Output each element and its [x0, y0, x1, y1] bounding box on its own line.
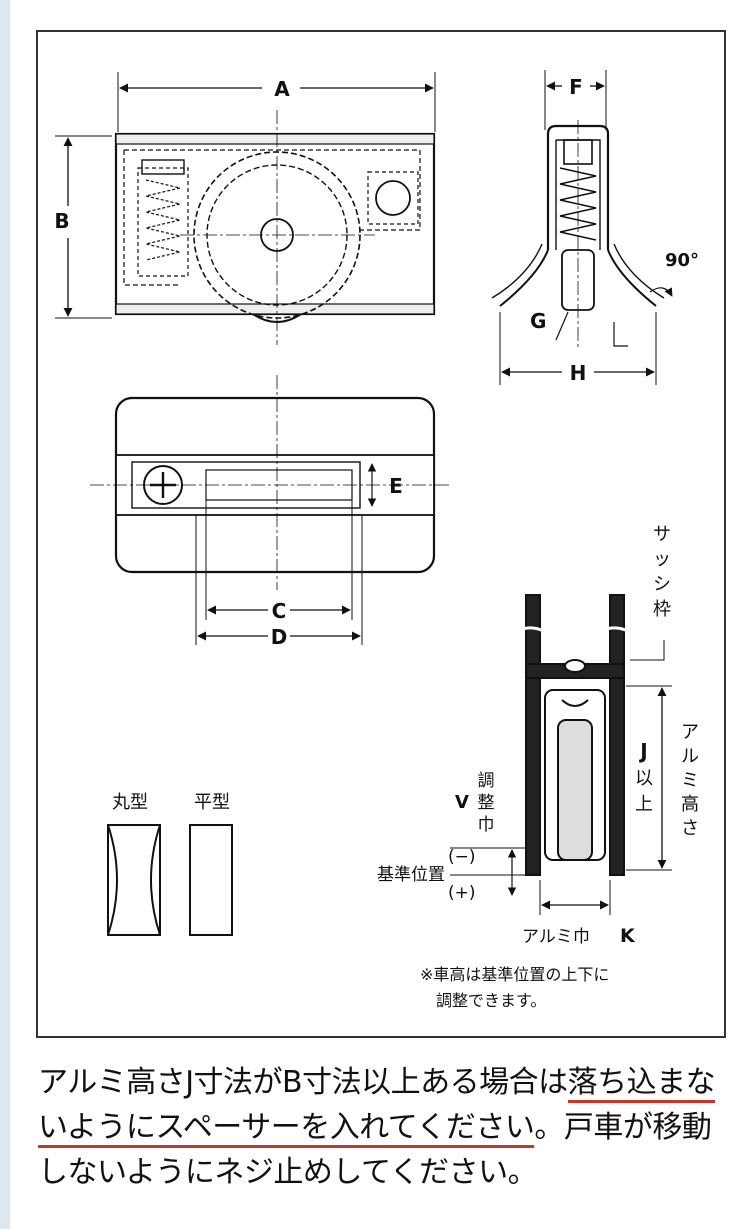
dim-label-v: V — [455, 792, 469, 813]
j-ijou-char-1: 以 — [635, 768, 653, 789]
dim-label-d: D — [271, 625, 288, 649]
alumi-height-char-1: ア — [681, 722, 699, 743]
alumi-height-char-4: 高 — [681, 794, 699, 815]
minus-label: (−) — [448, 847, 476, 867]
alumi-height-char-2: ル — [681, 746, 699, 767]
wheel-profiles — [107, 824, 233, 936]
front-view — [55, 72, 436, 345]
caption-part-2: 。戸車が移動しないようにネジ止めしてください。 — [38, 1110, 712, 1190]
dim-label-j: J — [638, 739, 647, 763]
alumi-height-char-3: ミ — [681, 770, 699, 791]
sash-frame-char-2: ッ — [653, 549, 671, 570]
dim-label-c: C — [272, 599, 287, 623]
profile-round-label: 丸型 — [112, 792, 148, 813]
caption-part-1: アルミ高さJ寸法がB寸法以上ある場合は — [38, 1065, 568, 1100]
adjust-char-2: 整 — [478, 793, 495, 813]
caption-text: アルミ高さJ寸法がB寸法以上ある場合は落ち込まないようにスペーサーを入れてくださ… — [38, 1060, 738, 1195]
sash-frame-char-3: シ — [653, 574, 671, 595]
sash-frame-char-1: サ — [653, 524, 671, 545]
dim-label-g: G — [530, 309, 546, 333]
dim-label-h: H — [570, 361, 587, 385]
alumi-width-label: アルミ巾 — [522, 927, 590, 947]
dim-label-b: B — [54, 209, 69, 233]
dim-label-a: A — [274, 77, 290, 101]
section-view — [450, 594, 672, 915]
adjust-char-1: 調 — [478, 771, 495, 791]
note-line-1: ※車高は基準位置の上下に — [420, 965, 609, 984]
left-border — [0, 0, 10, 1229]
sash-frame-char-4: 枠 — [653, 599, 671, 620]
j-ijou-char-2: 上 — [635, 794, 653, 815]
caption-highlight-2: まないようにスペーサーを入れてください — [38, 1065, 716, 1148]
reference-position-label: 基準位置 — [377, 865, 445, 885]
caption-highlight-1: 落ち込 — [567, 1065, 657, 1103]
side-view — [491, 70, 673, 385]
angle-label: 90° — [665, 250, 699, 271]
alumi-height-char-5: さ — [681, 818, 699, 839]
plus-label: (+) — [448, 883, 476, 903]
top-view — [90, 375, 450, 645]
note-line-2: 調整できます。 — [436, 991, 546, 1010]
dim-label-e: E — [389, 474, 403, 498]
dim-label-f: F — [569, 75, 583, 99]
adjust-char-3: 巾 — [478, 815, 495, 835]
profile-flat-label: 平型 — [194, 792, 230, 813]
dim-label-k: K — [620, 925, 636, 947]
